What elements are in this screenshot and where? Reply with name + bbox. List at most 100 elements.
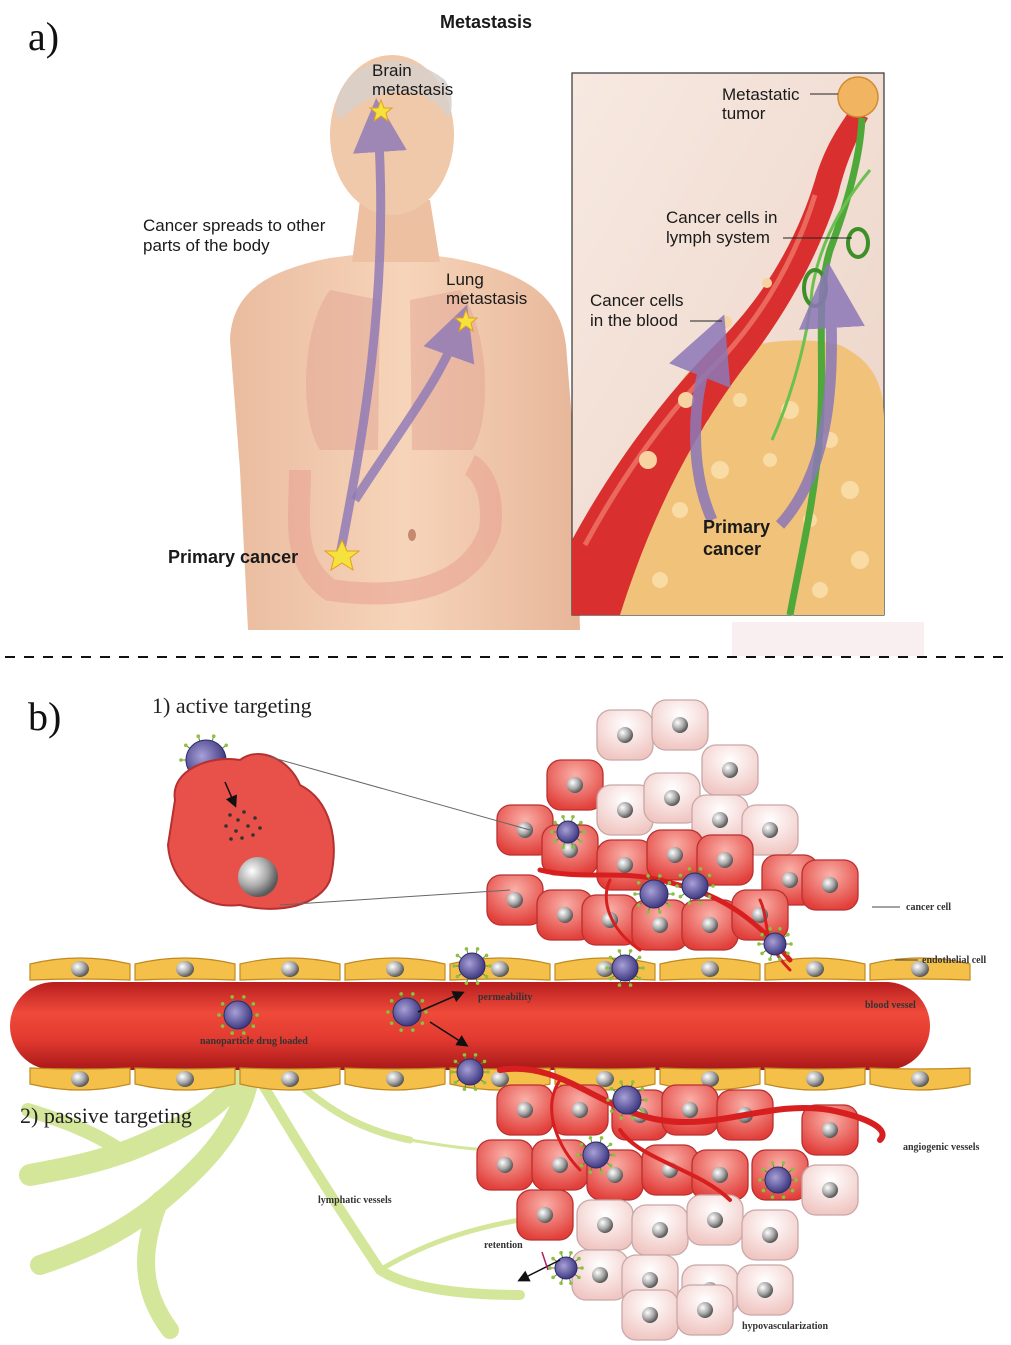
nanoparticle-ligand-tip xyxy=(230,1031,234,1035)
tumor-cell xyxy=(742,1210,798,1260)
nanoparticle-ligand-tip xyxy=(569,1251,573,1255)
nanoparticle-ligand-tip xyxy=(629,983,633,987)
human-body-illustration xyxy=(230,55,580,630)
tumor-cell xyxy=(702,745,758,795)
nanoparticle-ligand-tip xyxy=(699,867,703,871)
nanoparticle-ligand-tip xyxy=(454,1060,458,1064)
nanoparticle-ligand-tip xyxy=(688,867,692,871)
nanoparticle-ligand-tip xyxy=(708,874,712,878)
panel-b: b) 1) active targeting xyxy=(10,693,986,1340)
hypovascularization-label: hypovascularization xyxy=(742,1321,829,1332)
panel-a-title: Metastasis xyxy=(440,12,532,32)
nanoparticle-ligand-tip xyxy=(550,830,554,834)
endothelial-cell-nucleus xyxy=(806,961,824,977)
nanoparticle-ligand-tip xyxy=(450,1070,454,1074)
nanoparticle-ligand-tip xyxy=(571,845,575,849)
nanoparticle-ligand-tip xyxy=(646,910,650,914)
nanoparticle-ligand-tip xyxy=(641,966,645,970)
nanoparticle-ligand-tip xyxy=(778,957,782,961)
tumor-cell-nucleus xyxy=(617,802,633,818)
passive-targeting-label: 2) passive targeting xyxy=(20,1103,192,1128)
tumor-cell-nucleus xyxy=(782,872,798,888)
tumor-cell-nucleus xyxy=(517,822,533,838)
inset-blood-label-line1: Cancer cells xyxy=(590,291,684,310)
tumor-cell-nucleus xyxy=(762,1227,778,1243)
tumor-cell-nucleus xyxy=(552,1157,568,1173)
angiogenic-vessels-label: angiogenic vessels xyxy=(903,1142,979,1153)
nanoparticle-ligand-tip xyxy=(553,840,557,844)
lung-label-line1: Lung xyxy=(446,270,484,289)
nanoparticle-ligand-tip xyxy=(757,942,761,946)
nanoparticle-ligand-tip xyxy=(609,1143,613,1147)
nanoparticle-ligand-tip xyxy=(224,744,228,748)
nanoparticle-ligand-tip xyxy=(633,892,637,896)
endothelial-cell-nucleus xyxy=(491,961,509,977)
tumor-cell-nucleus xyxy=(702,917,718,933)
tumor-cell-nucleus xyxy=(557,907,573,923)
nanoparticle-core xyxy=(682,873,708,899)
nanoparticle-ligand-tip xyxy=(699,901,703,905)
inset-metastatic-label-line1: Metastatic xyxy=(722,85,800,104)
nanoparticle-ligand-tip xyxy=(610,1109,614,1113)
nanoparticle-ligand-tip xyxy=(791,1168,795,1172)
nanoparticle-ligand-tip xyxy=(782,1161,786,1165)
nanoparticle-ligand-tip xyxy=(577,1257,581,1261)
endothelial-cell xyxy=(30,958,130,980)
nanoparticle-ligand-tip xyxy=(221,1024,225,1028)
endothelial-cell xyxy=(345,958,445,980)
endothelial-cell xyxy=(660,958,760,980)
nanoparticle-ligand-tip xyxy=(637,881,641,885)
endothelial-cell xyxy=(345,1068,445,1090)
tumor-cell xyxy=(652,700,708,750)
nanoparticle-ligand-tip xyxy=(483,1081,487,1085)
nanoparticle-ligand-tip xyxy=(255,1013,259,1017)
tumor-cell-nucleus xyxy=(642,1272,658,1288)
nanoparticle-ligand-tip xyxy=(217,1013,221,1017)
tumor-cell xyxy=(597,710,653,760)
nanoparticle-ligand-tip xyxy=(629,949,633,953)
endothelial-cell xyxy=(870,1068,970,1090)
lung-label-line2: metastasis xyxy=(446,289,527,308)
faint-patch xyxy=(732,622,924,656)
panel-b-letter: b) xyxy=(28,694,61,739)
nanoparticle-ligand-tip xyxy=(644,1098,648,1102)
tumor-cell xyxy=(477,1140,533,1190)
nanoparticle-ligand-tip xyxy=(476,947,480,951)
nanoparticle-ligand-tip xyxy=(196,734,200,738)
nanoparticle-ligand-tip xyxy=(762,1168,766,1172)
nanoparticle-core xyxy=(613,1086,641,1114)
tumor-cell-nucleus xyxy=(707,1212,723,1228)
nanoparticle-ligand-tip xyxy=(760,933,764,937)
nanoparticle-ligand-tip xyxy=(399,1028,403,1032)
nanoparticle-ligand-tip xyxy=(631,1116,635,1120)
nanoparticle-ligand-tip xyxy=(675,884,679,888)
tumor-cell xyxy=(687,1195,743,1245)
endothelial-cell xyxy=(765,1068,865,1090)
nanoparticle-ligand-tip xyxy=(768,957,772,961)
tumor-cell xyxy=(622,1290,678,1340)
nanoparticle-ligand-tip xyxy=(424,1010,428,1014)
tumor-cell xyxy=(632,900,688,950)
tumor-cell-nucleus xyxy=(672,717,688,733)
nanoparticle-core xyxy=(640,880,668,908)
nanoparticle-core xyxy=(764,933,786,955)
torso-shape xyxy=(230,250,580,630)
nanoparticle-ligand-tip xyxy=(582,830,586,834)
tumor-cell-nucleus xyxy=(507,892,523,908)
nanoparticle-ligand-tip xyxy=(242,1031,246,1035)
tumor-cell xyxy=(517,1190,573,1240)
active-targeting-label: 1) active targeting xyxy=(152,693,312,718)
tumor-cell-nucleus xyxy=(497,1157,513,1173)
nanoparticle-ligand-tip xyxy=(561,845,565,849)
nanoparticle-ligand-tip xyxy=(221,1002,225,1006)
nanoparticle-ligand-tip xyxy=(454,1081,458,1085)
nanoparticle-ligand-tip xyxy=(485,975,489,979)
nanoparticle-ligand-tip xyxy=(474,1087,478,1091)
nanoparticle-ligand-tip xyxy=(638,977,642,981)
tumor-cell-nucleus xyxy=(822,1122,838,1138)
nanoparticle-ligand-tip xyxy=(559,1251,563,1255)
tumor-cell-nucleus xyxy=(822,877,838,893)
tumor-cell-nucleus xyxy=(567,777,583,793)
nanoparticle-core xyxy=(393,998,421,1026)
tumor-cell xyxy=(647,830,703,880)
